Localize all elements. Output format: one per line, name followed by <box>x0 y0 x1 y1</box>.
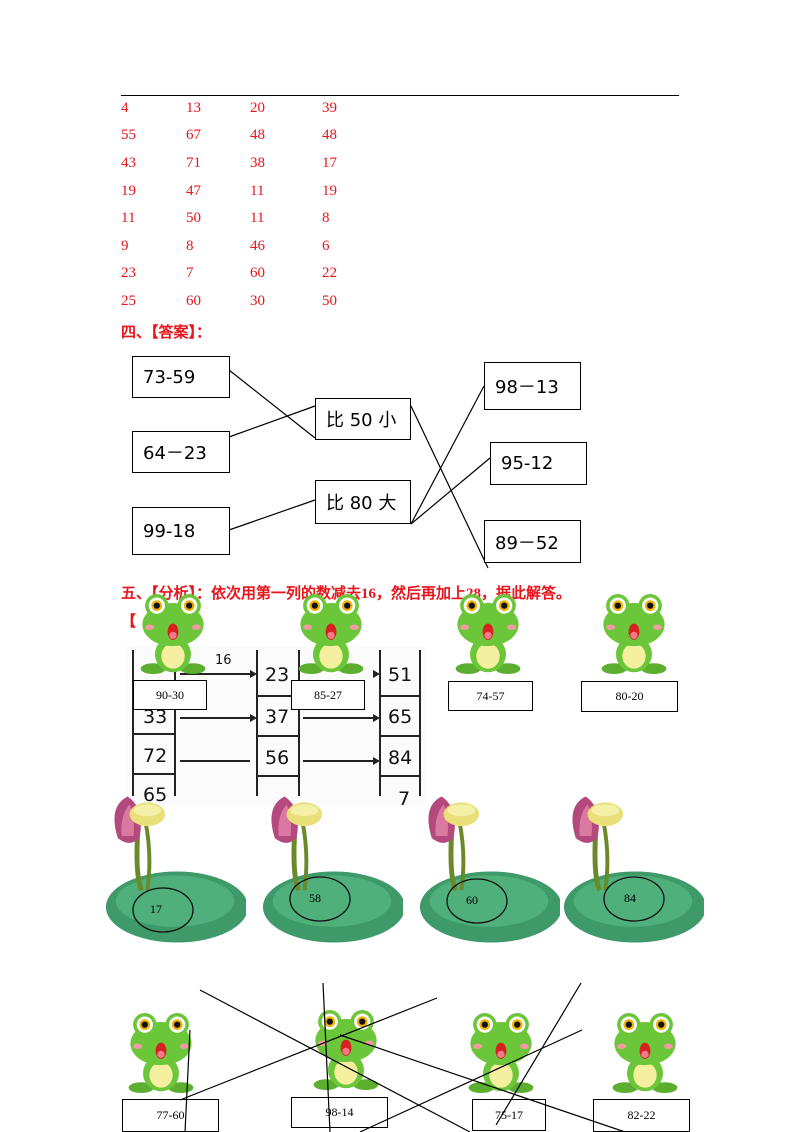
expr-box-right-1: 98－13 <box>484 362 581 410</box>
scanned-table: 16 33 72 65 23 37 56 51 65 84 7 <box>125 646 425 810</box>
table-cell: 8 <box>186 238 194 254</box>
scan-cell: 65 <box>143 784 168 806</box>
frog-label-bottom: 98-14 <box>291 1097 388 1128</box>
table-cell: 7 <box>186 265 194 281</box>
lotus-value: 17 <box>150 902 162 916</box>
table-cell: 4 <box>121 100 129 116</box>
table-cell: 8 <box>322 210 330 226</box>
table-cell: 38 <box>250 155 265 171</box>
frog-label-top: 80-20 <box>581 681 678 712</box>
frog-label-top: 85-27 <box>291 680 365 710</box>
table-cell: 25 <box>121 293 136 309</box>
table-cell: 46 <box>250 238 265 254</box>
lotus-value: 58 <box>309 891 321 905</box>
table-cell: 11 <box>250 183 265 199</box>
scan-cell: 51 <box>388 664 413 686</box>
section5-heading-2: 【 <box>121 614 137 630</box>
scan-cell: 56 <box>265 747 290 769</box>
table-cell: 60 <box>186 293 201 309</box>
compare-box-gt80: 比 80 大 <box>315 480 411 524</box>
scan-cell: 72 <box>143 745 168 767</box>
section5-heading: 五、【分析】：依次用第一列的数减去16，然后再加上28，据此解答。 <box>121 586 572 602</box>
scan-cell: 37 <box>265 706 290 728</box>
table-cell: 50 <box>322 293 337 309</box>
expr-box-left-2: 64－23 <box>132 431 230 473</box>
compare-box-lt50: 比 50 小 <box>315 398 411 440</box>
table-cell: 11 <box>121 210 136 226</box>
table-cell: 19 <box>121 183 136 199</box>
table-cell: 71 <box>186 155 201 171</box>
table-cell: 48 <box>250 127 265 143</box>
expr-box-right-3: 89－52 <box>484 520 581 563</box>
frog-label-top: 74-57 <box>448 681 533 711</box>
scan-cell: 65 <box>388 706 413 728</box>
table-cell: 55 <box>121 127 136 143</box>
table-cell: 43 <box>121 155 136 171</box>
scan-cell: 33 <box>143 706 168 728</box>
expr-box-left-1: 73-59 <box>132 356 230 398</box>
frog-label-bottom: 75-17 <box>472 1099 546 1131</box>
expr-box-left-3: 99-18 <box>132 507 230 555</box>
table-cell: 22 <box>322 265 337 281</box>
table-cell: 17 <box>322 155 337 171</box>
table-cell: 30 <box>250 293 265 309</box>
table-cell: 11 <box>250 210 265 226</box>
section4-heading: 四、【答案】： <box>121 325 212 341</box>
table-cell: 23 <box>121 265 136 281</box>
scan-arrow-label: 16 <box>215 653 232 668</box>
table-cell: 50 <box>186 210 201 226</box>
scan-cell: 84 <box>388 747 413 769</box>
table-cell: 9 <box>121 238 129 254</box>
scan-cell: 7 <box>398 788 411 810</box>
table-cell: 47 <box>186 183 201 199</box>
table-cell: 48 <box>322 127 337 143</box>
expr-box-right-2: 95-12 <box>490 442 587 485</box>
frog-label-top: 90-30 <box>133 680 207 710</box>
table-cell: 39 <box>322 100 337 116</box>
table-cell: 19 <box>322 183 337 199</box>
lotus-value: 60 <box>466 893 478 907</box>
header-rule <box>121 95 679 96</box>
lotus-value: 84 <box>624 891 636 905</box>
table-cell: 60 <box>250 265 265 281</box>
table-cell: 6 <box>322 238 330 254</box>
scan-cell: 23 <box>265 664 290 686</box>
table-cell: 13 <box>186 100 201 116</box>
table-cell: 67 <box>186 127 201 143</box>
table-cell: 20 <box>250 100 265 116</box>
